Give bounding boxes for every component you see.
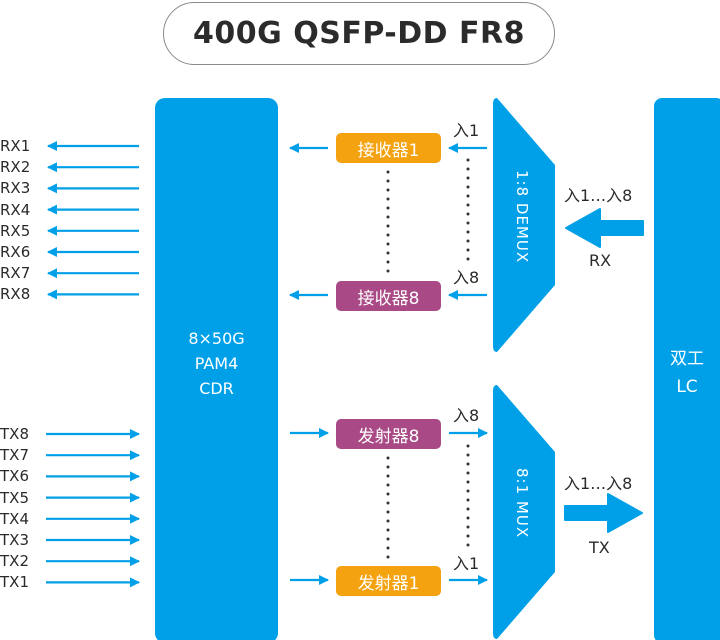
cdr-block (155, 98, 278, 640)
tx-port-label: TX8 (0, 425, 29, 443)
demux-block (493, 98, 555, 352)
rx-port-label: RX1 (0, 137, 31, 155)
rx-port-arrows (47, 141, 139, 300)
rx-big-arrow (565, 208, 644, 248)
tx-port-label: TX4 (0, 509, 29, 528)
demux-label: 1:8 DEMUX (513, 170, 531, 264)
mux-block (493, 385, 555, 639)
tx-port-label: TX1 (0, 573, 29, 592)
rx-port-label: RX4 (0, 200, 31, 219)
rx-port-label: RX5 (0, 221, 31, 240)
lc-label: 双工 LC (654, 345, 720, 401)
transmitter-8-box: 发射器8 (336, 419, 441, 449)
tx-lambda-1-label: 入1 (453, 554, 480, 573)
lc-block (654, 98, 720, 640)
rx-path-label: RX (589, 251, 612, 270)
tx-port-label: TX6 (0, 467, 29, 486)
tx-big-arrow (564, 493, 643, 533)
cdr-label: 8×50G PAM4 CDR (155, 326, 278, 401)
tx-port-label: TX3 (0, 531, 29, 549)
rx-wavelengths-label: 入1…入8 (564, 186, 633, 205)
lc-label-line1: 双工 (670, 349, 704, 369)
rx-port-label: RX6 (0, 243, 31, 261)
tx-port-label: TX5 (0, 488, 29, 507)
lc-label-line2: LC (676, 377, 698, 397)
rx-lambda-8-label: 入8 (453, 268, 480, 287)
receiver-8-box: 接收器8 (336, 281, 441, 311)
rx-port-label: RX8 (0, 285, 31, 304)
tx-port-label: TX7 (0, 446, 29, 465)
receiver-1-box: 接收器1 (336, 133, 441, 163)
rx-port-label: RX7 (0, 264, 31, 283)
rx-lambda-1-label: 入1 (453, 121, 480, 140)
cdr-label-line2: PAM4 (194, 354, 239, 373)
rx-port-label: RX2 (0, 158, 31, 177)
mux-label: 8:1 MUX (513, 468, 531, 539)
transmitter-1-box: 发射器1 (336, 566, 441, 596)
tx-path-label: TX (589, 538, 610, 557)
tx-port-label: TX2 (0, 552, 29, 571)
cdr-label-line3: CDR (199, 379, 234, 398)
tx-lambda-8-label: 入8 (453, 406, 480, 425)
cdr-label-line1: 8×50G (188, 329, 245, 348)
tx-wavelengths-label: 入1…入8 (564, 474, 633, 493)
rx-port-label: RX3 (0, 179, 31, 198)
tx-port-arrows (46, 429, 140, 588)
page-title: 400G QSFP-DD FR8 (163, 2, 555, 65)
